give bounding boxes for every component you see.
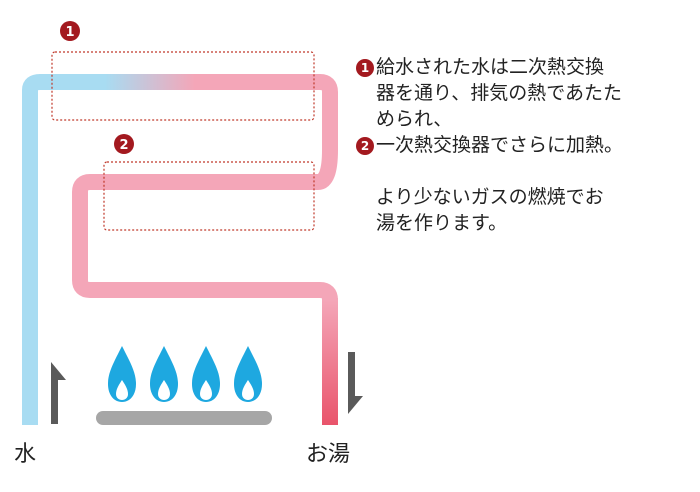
step-1-badge: 1 (356, 59, 374, 77)
gas-burner (96, 411, 272, 425)
flame-icon (234, 346, 262, 402)
description-line-4: 一次熱交換器でさらに加熱。 (376, 134, 624, 156)
arrow-down-icon (348, 352, 363, 414)
secondary-heat-exchanger-box (51, 51, 315, 121)
marker-1: 1 (60, 21, 80, 41)
arrow-up-icon (51, 362, 66, 424)
description-line-3: められ、 (376, 108, 453, 130)
top-pipe (22, 74, 338, 425)
hot-water-out-label: お湯 (306, 442, 351, 467)
description-line-5: より少ないガスの燃焼でお (376, 186, 604, 208)
flame-icon (150, 346, 178, 402)
hot-water-pipe (72, 149, 338, 301)
description-line-6: 湯を作ります。 (376, 212, 508, 234)
flame-icon (108, 346, 136, 402)
marker-2: 2 (114, 134, 134, 154)
marker-2-label: 2 (119, 138, 128, 153)
flame-icon (192, 346, 220, 402)
marker-1-label: 1 (65, 25, 74, 40)
primary-heat-exchanger-box (103, 161, 315, 231)
description-line-1: 給水された水は二次熱交換 (376, 56, 605, 78)
water-in-label: 水 (14, 442, 37, 467)
description-line-2: 器を通り、排気の熱であたた (376, 82, 623, 104)
step-2-badge: 2 (356, 137, 374, 155)
